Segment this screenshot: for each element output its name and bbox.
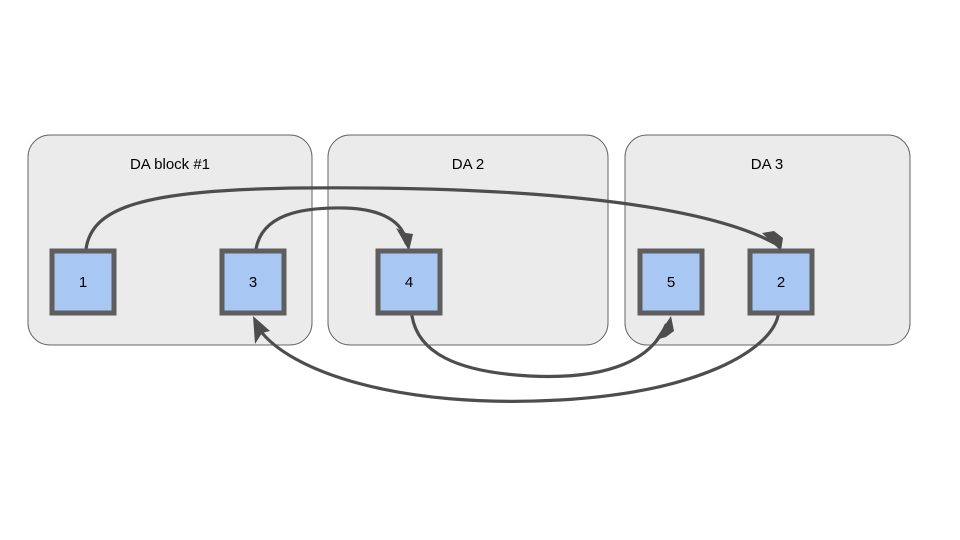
edge-node2-to-node3[interactable] — [253, 314, 780, 403]
edge-node4-to-node5[interactable] — [410, 314, 674, 379]
node-label-4: 4 — [405, 274, 413, 291]
node-label-3: 3 — [249, 274, 257, 291]
node-rect-4[interactable] — [375, 248, 443, 316]
edge-path-2-3[interactable] — [257, 314, 780, 403]
arrowhead-node2-top — [762, 231, 783, 251]
node-5[interactable]: 5 — [637, 248, 705, 316]
edge-node1-to-node2[interactable] — [84, 186, 783, 251]
arrowhead-node4-top — [396, 228, 413, 251]
arrowhead-node3-bottom — [253, 316, 270, 344]
node-label-1: 1 — [79, 274, 87, 291]
edge-node3-to-node4[interactable] — [254, 206, 413, 251]
node-rect-3[interactable] — [219, 248, 287, 316]
node-rect-1[interactable] — [49, 248, 117, 316]
group-da-2[interactable]: DA 2 — [327, 134, 609, 346]
edge-path-3-4[interactable] — [254, 206, 408, 251]
node-3[interactable]: 3 — [219, 248, 287, 316]
node-rect-5[interactable] — [637, 248, 705, 316]
edge-path-4-5[interactable] — [410, 314, 668, 379]
group-label-2: DA 2 — [452, 156, 485, 173]
arrowhead-node5-bottom — [655, 316, 674, 340]
node-label-5: 5 — [667, 274, 675, 291]
node-label-2: 2 — [777, 274, 785, 291]
node-1[interactable]: 1 — [49, 248, 117, 316]
edge-path-1-2[interactable] — [84, 186, 778, 251]
node-4[interactable]: 4 — [375, 248, 443, 316]
group-label-3: DA 3 — [751, 156, 784, 173]
node-rect-2[interactable] — [747, 248, 815, 316]
node-2[interactable]: 2 — [747, 248, 815, 316]
group-label-1: DA block #1 — [130, 156, 210, 173]
